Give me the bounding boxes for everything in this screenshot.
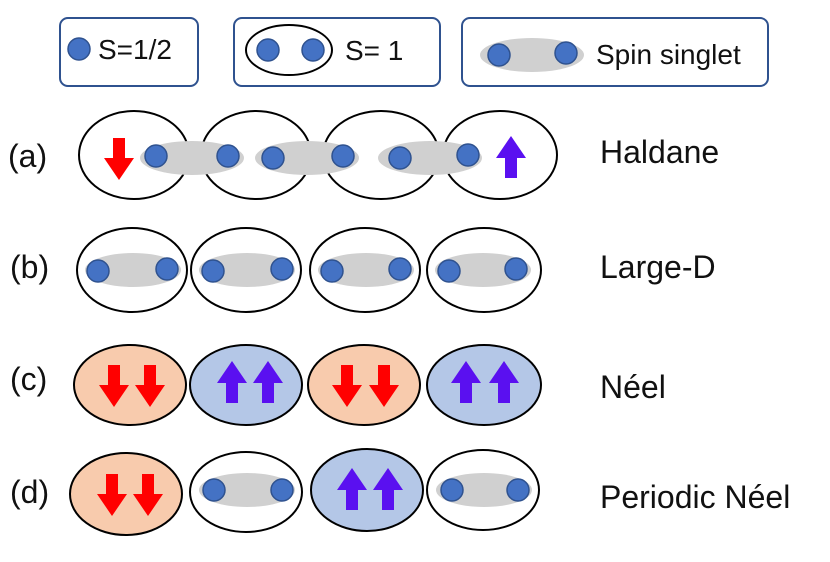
spin-half	[320, 259, 344, 283]
spin-half-icon	[487, 43, 511, 67]
legend-label-spin-half: S=1/2	[98, 34, 172, 65]
spin-half	[388, 146, 412, 170]
singlet-bond	[199, 253, 295, 287]
legend-spin-one: S= 1	[233, 17, 441, 87]
row-periodic-neel: (d) Periodic Néel	[10, 448, 790, 536]
spin-half-icon	[67, 37, 91, 61]
spin-half	[144, 144, 168, 168]
phase-name: Periodic Néel	[600, 479, 790, 515]
phase-name: Large-D	[600, 249, 716, 285]
row-neel: (c) Néel	[10, 344, 666, 426]
singlet-bond	[199, 473, 295, 507]
spin-half	[504, 257, 528, 281]
singlet-bond	[318, 253, 414, 287]
phase-name: Néel	[600, 369, 666, 405]
spin-half	[201, 259, 225, 283]
site-ellipse-up	[426, 344, 542, 426]
spin-half-icon	[256, 38, 280, 62]
spin-half-icon	[301, 38, 325, 62]
row-tag: (b)	[10, 249, 49, 285]
row-tag: (d)	[10, 474, 49, 510]
legend-box-spin-half	[59, 17, 199, 87]
site-ellipse-down	[307, 344, 421, 426]
legend: S=1/2 S= 1 Spin singlet	[59, 17, 769, 87]
spin-half	[261, 146, 285, 170]
spin-half	[216, 144, 240, 168]
site-ellipse-up	[310, 448, 424, 532]
spin-half	[86, 259, 110, 283]
site-ellipse-down	[73, 344, 187, 426]
row-tag: (c)	[10, 361, 47, 397]
site-ellipse-up	[189, 344, 303, 426]
legend-spin-half: S=1/2	[59, 17, 199, 87]
spin-half	[440, 478, 464, 502]
spin-half-icon	[554, 41, 578, 65]
singlet-bond	[140, 141, 244, 175]
row-tag: (a)	[8, 138, 47, 174]
row-large-d: (b) Large-D	[10, 227, 716, 313]
legend-label-singlet: Spin singlet	[596, 39, 741, 70]
row-haldane: (a) Haldane	[8, 110, 719, 200]
spin-half	[331, 144, 355, 168]
spin-half	[202, 478, 226, 502]
spin-half	[456, 143, 480, 167]
spin-half	[270, 257, 294, 281]
spin-half	[155, 257, 179, 281]
spin-half	[437, 259, 461, 283]
phase-name: Haldane	[600, 134, 719, 170]
spin-half	[506, 478, 530, 502]
legend-singlet: Spin singlet	[461, 17, 769, 87]
spin-half	[270, 478, 294, 502]
singlet-bond	[85, 253, 181, 287]
spin-one-site-icon	[245, 24, 333, 76]
legend-label-spin-one: S= 1	[345, 35, 403, 66]
spin-half	[388, 257, 412, 281]
